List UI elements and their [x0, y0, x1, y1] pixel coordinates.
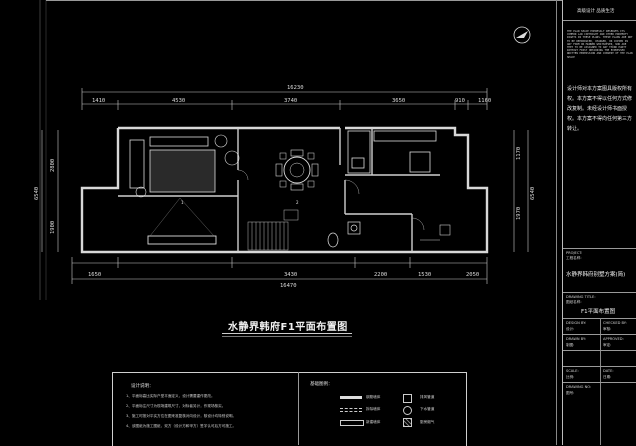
entry-furniture	[420, 224, 451, 241]
dim-left-1: 6540	[34, 186, 40, 200]
drawing-name: F1平面布置图	[581, 309, 616, 315]
dim-top-4: 3650	[392, 98, 406, 104]
tb-label-scale-cn: 比例:	[566, 375, 575, 379]
dim-bottom-3: 2200	[374, 272, 388, 278]
tb-label-design-cn: 设计:	[566, 327, 575, 331]
tv-viewing-lines	[149, 197, 215, 237]
tb-divider	[563, 382, 636, 383]
frame-top	[46, 0, 562, 1]
tb-label-checked-cn: 审核:	[603, 327, 612, 331]
tb-label-drawing-no: DRAWING NO:	[566, 385, 592, 389]
project-name: 水静界韩府别墅方案(简)	[566, 272, 626, 278]
dim-right-3: 1970	[516, 206, 522, 220]
tb-label-drawn-cn: 制图:	[566, 343, 575, 347]
dim-overall-bottom: 16470	[280, 283, 297, 289]
tb-label-drawn: DRAWN BY:	[566, 337, 586, 341]
north-arrow-icon	[513, 26, 531, 44]
notes-item-2: 2、平面标注尺寸为现场建筑尺寸，对标者另计，作现场核实。	[126, 404, 226, 408]
dining-table	[275, 149, 319, 191]
dim-right-2: 1170	[516, 146, 522, 160]
tb-divider	[563, 20, 636, 21]
tb-divider	[563, 366, 636, 367]
notes-heading: 设计说明：	[131, 384, 154, 389]
legend-item-4: 下水管道	[420, 407, 435, 411]
dim-top-1: 1410	[92, 98, 106, 104]
tb-label-drawing-no-cn: 图号:	[566, 391, 575, 395]
dim-overall-top: 16230	[287, 85, 304, 91]
tb-label-approved-cn: 审定:	[603, 343, 612, 347]
legend-item-3: 拆除墙体	[366, 407, 381, 411]
tb-label-date: DATE:	[603, 369, 614, 373]
tb-divider	[563, 334, 636, 335]
tv-cabinet	[147, 235, 217, 245]
room-marker-1: 1	[181, 200, 184, 205]
project-sub-label: 工程名称:	[566, 256, 582, 260]
title-block: 高级设计 品质生活 THE PLAN SPACE EXPRESSLY RESER…	[562, 0, 636, 445]
dim-left-3: 1900	[50, 220, 56, 234]
frame-right	[556, 0, 557, 445]
dim-top-2: 4530	[172, 98, 186, 104]
tb-label-checked: CHECKED BY:	[603, 321, 627, 325]
notes-divider	[298, 372, 299, 445]
english-copyright: THE PLAN SPACE EXPRESSLY RESERVES ITS CO…	[567, 30, 633, 59]
drawing-label: DRAWING TITLE:	[566, 295, 596, 299]
sofa-set	[129, 134, 240, 198]
tb-divider	[563, 292, 636, 293]
title-underline	[222, 333, 352, 334]
legend-item-6: 厨房烟气	[420, 420, 435, 424]
dim-bottom-1: 1650	[88, 272, 102, 278]
legend-symbol-new-wall	[340, 420, 364, 426]
notes-legend-box	[112, 372, 467, 446]
dim-top-6: 1160	[478, 98, 492, 104]
tb-label-scale: SCALE:	[566, 369, 579, 373]
dim-top-5: 910	[455, 98, 465, 104]
tb-divider	[563, 248, 636, 249]
tb-label-date-cn: 日期:	[603, 375, 612, 379]
dim-bottom-4: 1530	[418, 272, 432, 278]
legend-symbol-drain	[403, 406, 412, 415]
staircase	[247, 209, 299, 251]
legend-item-5: 新建墙体	[366, 420, 381, 424]
notes-item-4: 4、该图纸为施工图纸，双方（设计方和甲方）签字认可后方可施工。	[126, 424, 237, 428]
legend-symbol-flue	[403, 418, 412, 427]
dim-top-3: 3740	[284, 98, 298, 104]
notes-item-3: 3、施工时按对平实方位在图来准复核对向设计，核设计均特别说明。	[126, 414, 237, 418]
company-slogan: 高级设计 品质生活	[577, 9, 615, 14]
dim-bottom-2: 3430	[284, 272, 298, 278]
drawing-title: 水静界韩府F1平面布置图	[228, 322, 348, 333]
tb-divider	[563, 318, 636, 319]
door-swings	[237, 169, 425, 231]
dim-right-1: 6540	[530, 186, 536, 200]
legend-symbol-demolish	[340, 408, 362, 412]
legend-heading: 基础图例：	[310, 382, 333, 387]
tb-divider	[563, 350, 636, 351]
toilet-fixture	[327, 221, 361, 248]
kitchen-counter	[347, 130, 437, 174]
legend-item-1: 钢筋墙体	[366, 395, 381, 399]
chinese-copyright: 设计师对本方案图具版权所有权。本方案不得以任何方式修改复制。未经设计师书面授权。…	[567, 86, 633, 132]
dim-bottom-5: 2050	[466, 272, 480, 278]
tb-grid-vertical	[600, 318, 601, 445]
title-underline-2	[222, 336, 352, 337]
tb-label-design: DESIGN BY:	[566, 321, 587, 325]
legend-item-2: 排风管道	[420, 395, 435, 399]
dim-left-2: 2800	[50, 158, 56, 172]
legend-symbol-solid-wall	[340, 396, 362, 399]
notes-item-1: 1、平面标高比实际户型平面定义，设计需要重作更改。	[126, 394, 215, 398]
exterior-walls	[80, 126, 489, 254]
drawing-sub-label: 图纸名称:	[566, 300, 582, 304]
tb-label-approved: APPROVED:	[603, 337, 624, 341]
project-label: PROJECT:	[566, 251, 583, 255]
interior-walls	[118, 128, 440, 252]
room-marker-2: 2	[296, 200, 299, 205]
floor-plan	[39, 0, 531, 300]
legend-symbol-exhaust	[403, 394, 412, 403]
